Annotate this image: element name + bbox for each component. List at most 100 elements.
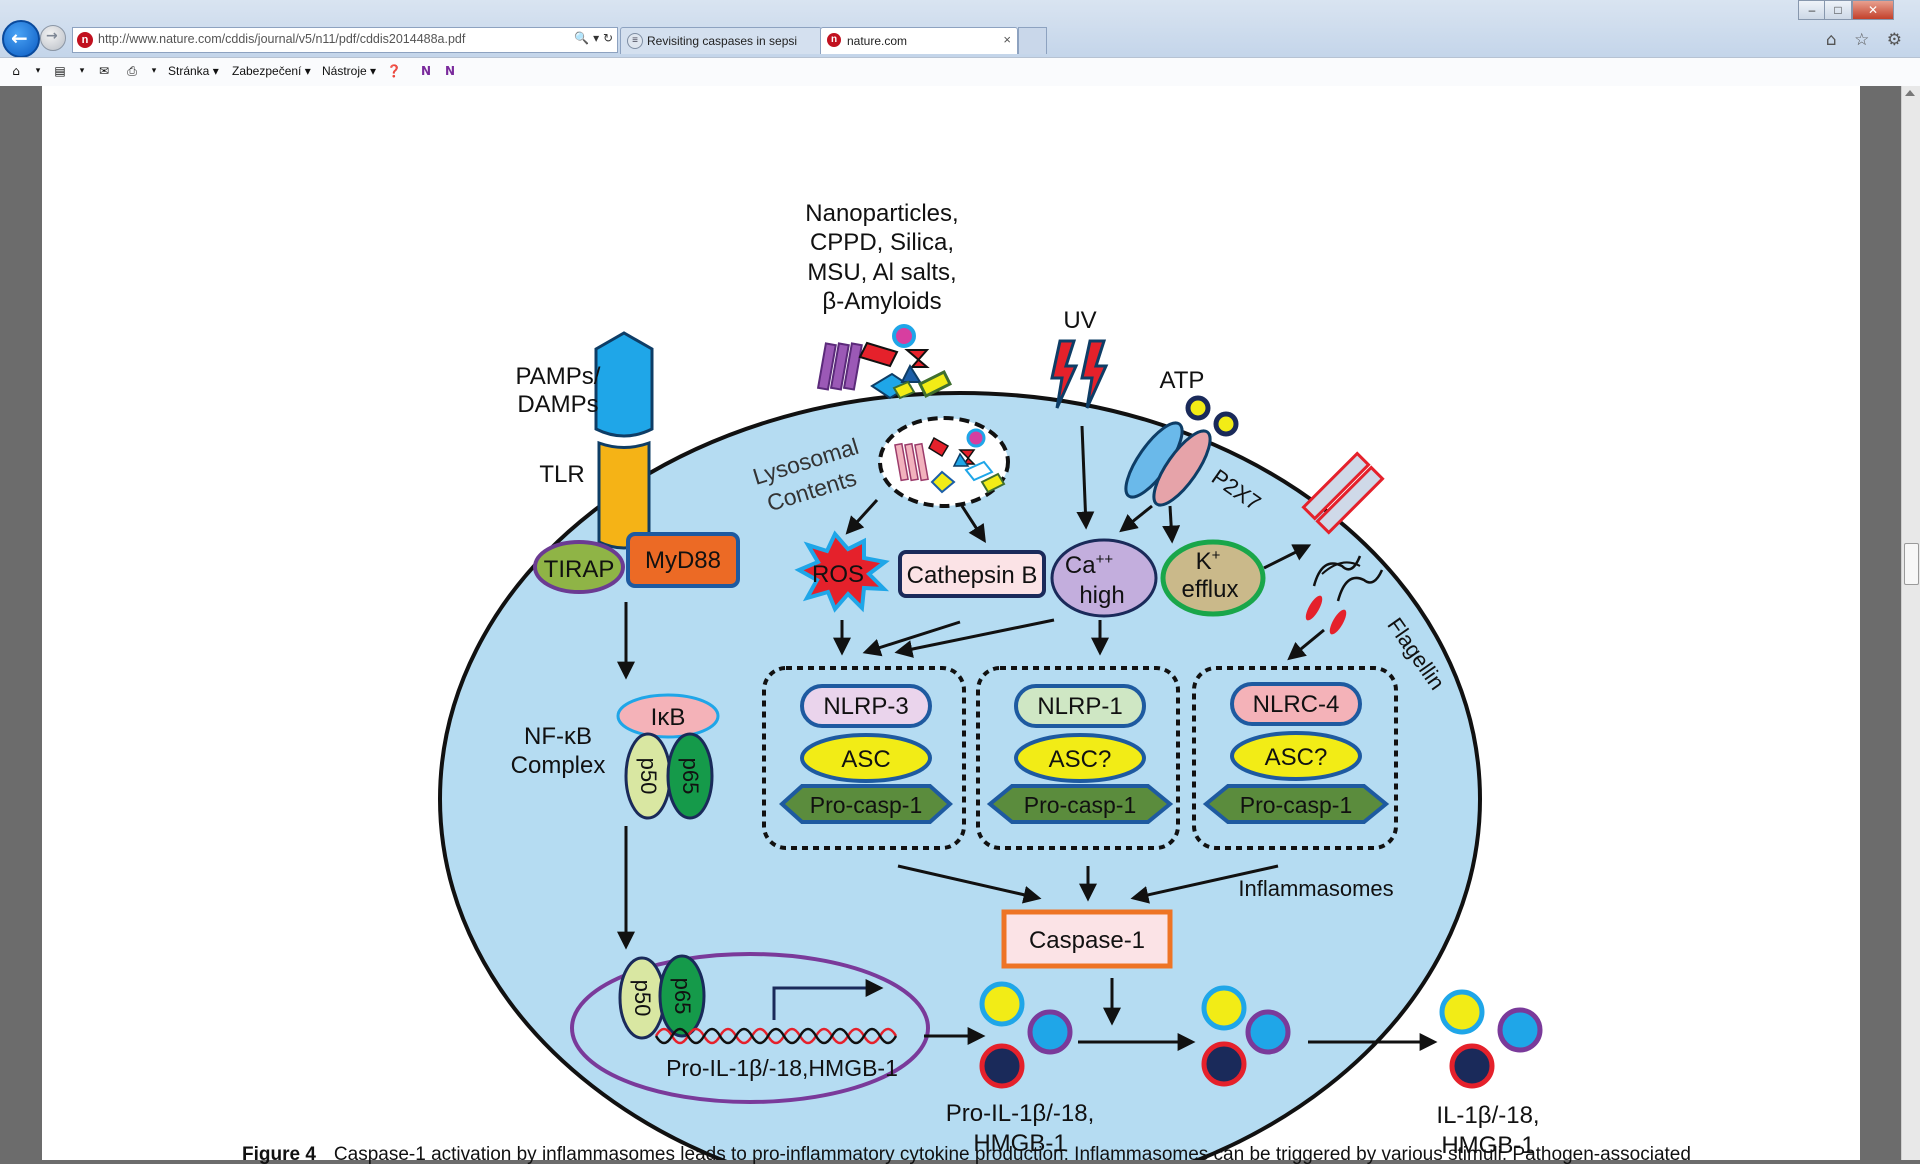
adaptor-label: ASC [841,746,890,773]
p2x7-channel-icon [1124,421,1212,507]
menu-stranka[interactable]: Stránka ▾ [168,64,219,78]
tab-label: Revisiting caspases in sepsis. - ... [647,34,797,48]
caspase1-box [1001,909,1173,969]
inflammasomes-label: Inflammasomes [1238,876,1393,901]
uv-lightning-icon [1050,339,1109,409]
bacteria-icon [1301,451,1385,635]
efflux-label: efflux [1182,576,1239,603]
myd88-label: MyD88 [645,547,721,574]
inflammasome-nlrc4: NLRC-4 ASC? Pro-casp-1 [1192,666,1398,850]
cathepsin-box [898,550,1046,598]
home-favorites-tools-icons[interactable]: ⌂ ☆ ⚙ [1825,30,1908,50]
pro-cytokines-label-2: HMGB-1 [973,1130,1066,1157]
home-icon[interactable]: ⌂ [12,64,20,78]
dropdown-icon[interactable]: ▾ [79,66,85,76]
dna-helix-icon [654,1027,898,1045]
pro-cytokines-icon [979,981,1073,1089]
minimize-button[interactable]: – [1798,0,1826,20]
particles-label-2: CPPD, Silica, [810,229,954,256]
calcium-label: Ca++ [1065,551,1113,579]
tab-revisiting-caspases[interactable]: ≡ Revisiting caspases in sepsis. - ... [620,27,822,54]
potassium-shape [1160,539,1266,617]
nfkb-label-1: NF-κB [524,723,592,750]
ikb-shape [616,693,720,739]
vertical-scrollbar[interactable] [1901,86,1920,1160]
back-button[interactable]: ← [2,20,40,58]
tirap-label: TIRAP [544,556,615,583]
atp-molecule-icon [1213,411,1239,437]
k-text: K [1196,548,1212,575]
caption-text: Caspase-1 activation by inflammasomes le… [333,1144,1691,1164]
calcium-shape [1050,538,1158,618]
address-bar[interactable]: n http://www.nature.com/cddis/journal/v5… [72,27,618,53]
tlr-receptor-icon [594,331,654,550]
back-arrow-icon: ← [11,26,28,50]
print-icon[interactable]: ⎙ [127,64,137,78]
pathway-arrows [617,425,1438,1051]
cathepsin-label: Cathepsin B [907,562,1038,589]
procasp-label: Pro-casp-1 [1240,792,1352,818]
particles-label-4: β-Amyloids [822,288,941,315]
sensor-label: NLRP-3 [823,693,908,720]
maximize-button[interactable]: □ [1824,0,1852,20]
feeds-icon[interactable]: ▤ [54,64,66,78]
ros-label: ROS [812,561,864,588]
potassium-label: K+ [1196,547,1221,575]
dropdown-icon[interactable]: ▾ [35,66,41,76]
p50-label: p50 [630,980,655,1017]
transcription-arrow-icon [772,979,884,1020]
adaptor-label: ASC? [1049,746,1112,773]
close-window-button[interactable]: ✕ [1852,0,1894,20]
document-icon: ≡ [627,33,643,49]
address-url[interactable]: http://www.nature.com/cddis/journal/v5/n… [98,32,466,46]
procasp-label: Pro-casp-1 [810,792,922,818]
onenote-send-icon[interactable]: N [444,64,456,78]
pamps-label-2: DAMPs [517,391,598,418]
mature-cytokines-icon [1439,989,1543,1089]
p65-shape [658,954,706,1038]
scroll-up-arrow-icon[interactable] [1905,90,1915,96]
atp-molecule-icon [1185,395,1211,421]
tirap-shape [533,540,625,594]
menu-nastroje[interactable]: Nástroje ▾ [322,64,377,78]
pdf-viewer: TIRAP MyD88 PAMPs/ DAMPs TLR Nanoparticl… [0,86,1920,1164]
nature-site-icon: n [827,33,841,47]
ca-superscript: ++ [1096,551,1114,568]
p50-label: p50 [636,758,661,795]
p65-label: p65 [670,978,695,1015]
inflammasome-nlrp3: NLRP-3 ASC Pro-casp-1 [762,666,966,850]
p65-shape [666,732,714,820]
nfkb-label-2: Complex [511,752,606,779]
scroll-thumb[interactable] [1904,543,1919,585]
help-icon[interactable]: ❓ [386,64,402,78]
browser-toolbar: ← → n http://www.nature.com/cddis/journa… [0,0,1920,58]
atp-label: ATP [1160,367,1205,394]
procasp-label: Pro-casp-1 [1024,792,1136,818]
ros-burst-icon [794,530,890,613]
inflammasome-nlrp1: NLRP-1 ASC? Pro-casp-1 [976,666,1180,850]
address-tools[interactable]: 🔍 ▾ ↻ [574,31,613,45]
myd88-shape [626,532,740,588]
inflammasome-figure: TIRAP MyD88 PAMPs/ DAMPs TLR Nanoparticl… [438,200,1543,1160]
new-tab-button[interactable] [1018,27,1047,54]
pro-cytokines-label-1: Pro-IL-1β/-18, [946,1100,1095,1127]
nature-site-icon: n [77,32,93,48]
forward-button[interactable]: → [40,25,66,51]
pdf-page: TIRAP MyD88 PAMPs/ DAMPs TLR Nanoparticl… [42,86,1860,1164]
tab-label: nature.com [847,34,908,48]
tab-nature[interactable]: n nature.com × [820,27,1018,54]
gene-label: Pro-IL-1β/-18,HMGB-1 [666,1055,898,1081]
menu-zabezpeceni[interactable]: Zabezpečení ▾ [232,64,311,78]
dropdown-icon[interactable]: ▾ [151,66,157,76]
particles-label-3: MSU, Al salts, [807,259,956,286]
command-bar: ⌂ ▾ ▤ ▾ ✉ ⎙ ▾ Stránka ▾ Zabezpečení ▾ Ná… [0,57,1920,87]
caspase1-label: Caspase-1 [1029,927,1145,954]
mature-cytokines-label-2: HMGB-1 [1441,1132,1534,1159]
ca-text: Ca [1065,552,1096,579]
close-tab-icon[interactable]: × [1003,32,1011,47]
particles-icon [816,324,953,400]
mail-icon[interactable]: ✉ [98,64,110,78]
onenote-icon[interactable]: N [420,64,432,78]
mature-cytokines-label-1: IL-1β/-18, [1436,1102,1539,1129]
